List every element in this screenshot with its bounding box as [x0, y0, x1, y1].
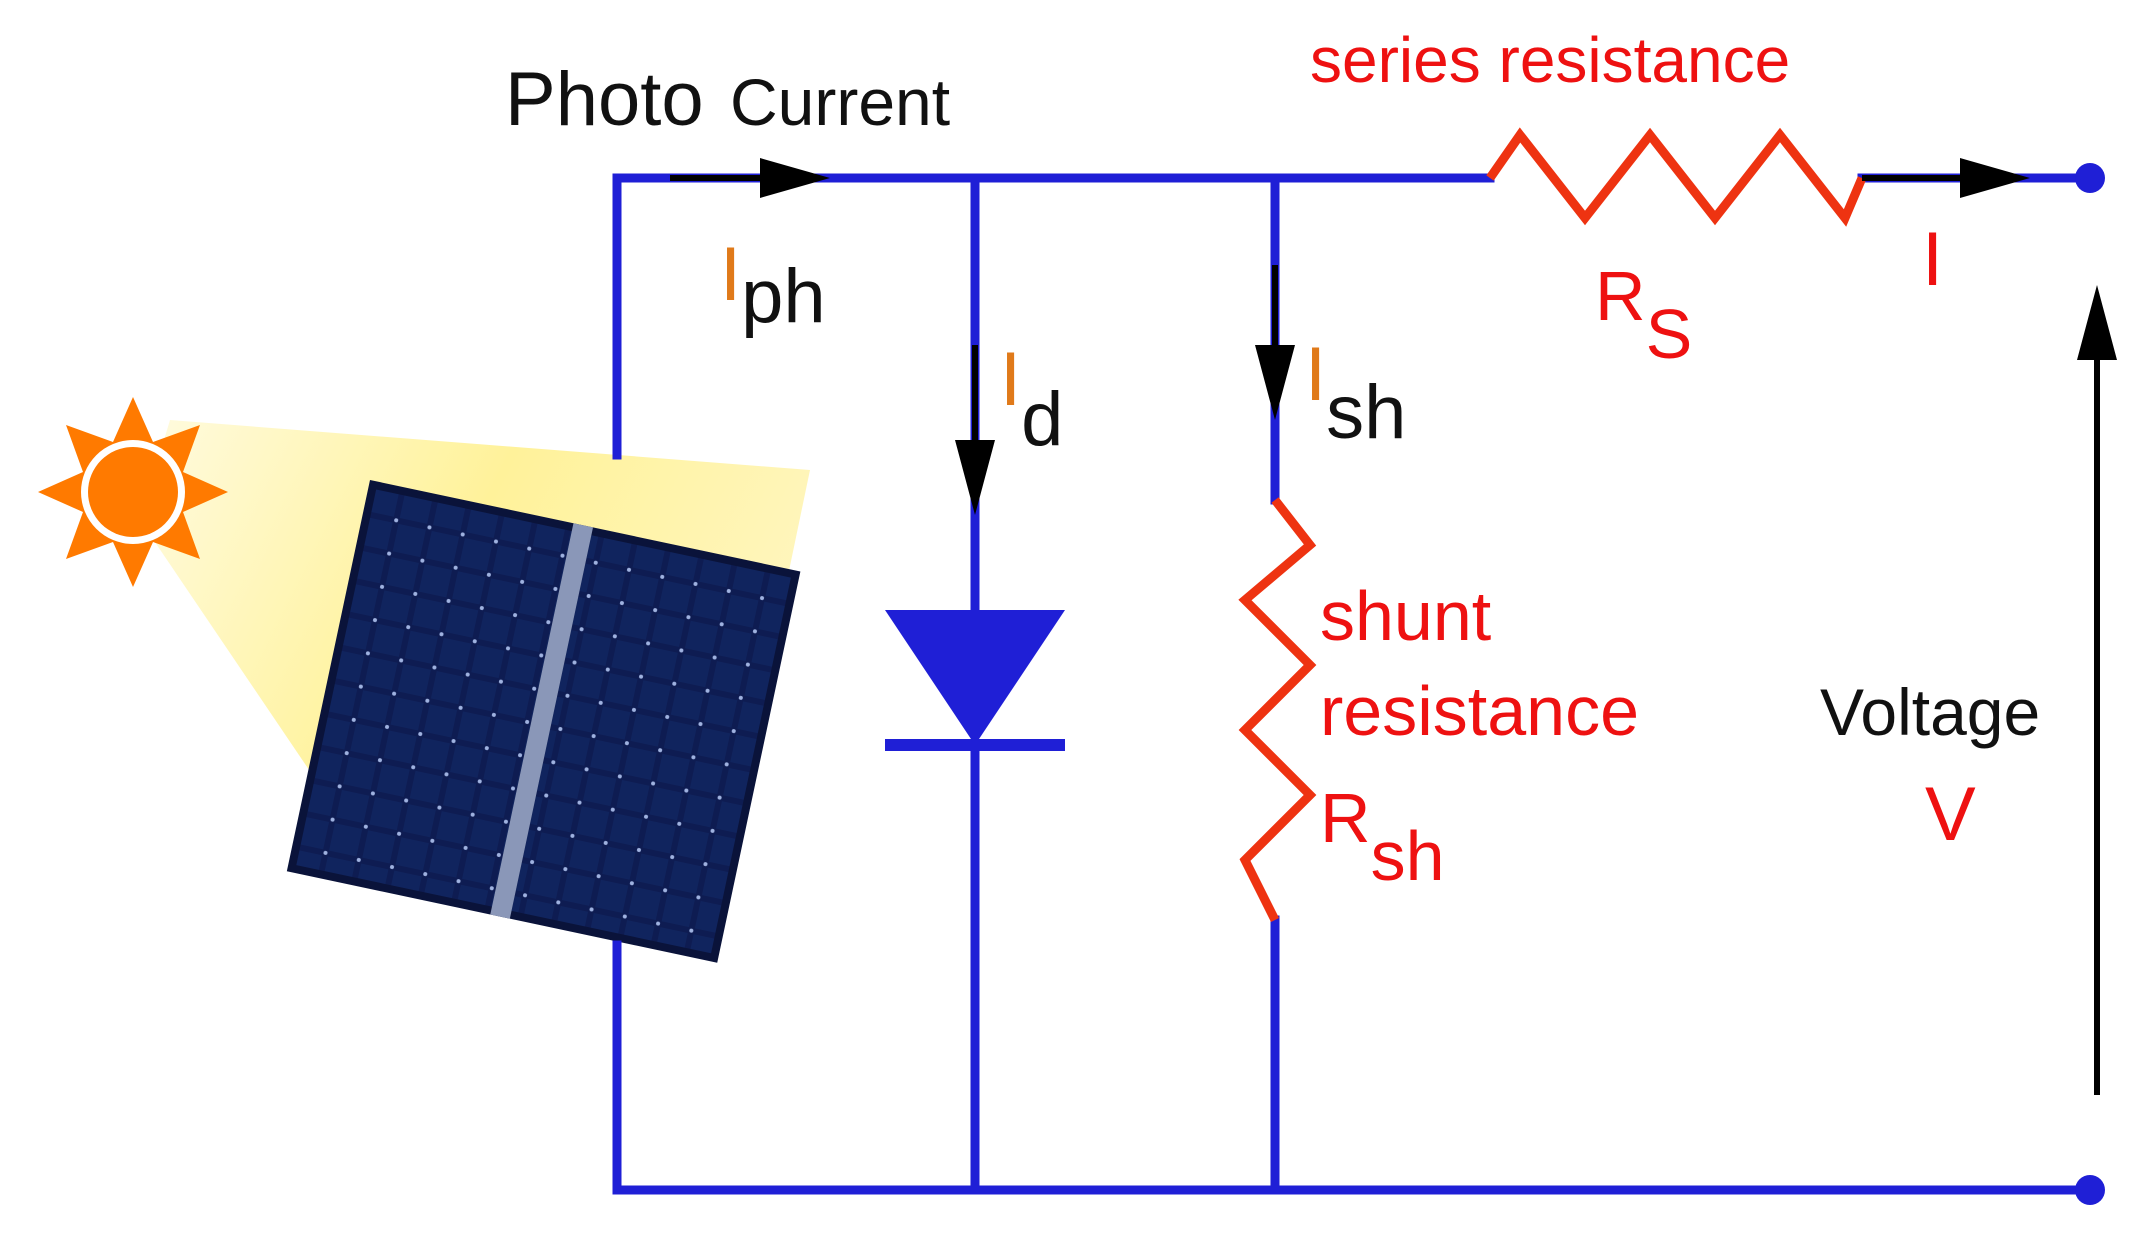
arrow-photo-current: [670, 158, 830, 198]
arrow-diode-current: [955, 345, 995, 515]
label-id: Id: [1000, 337, 1063, 462]
label-v: V: [1925, 772, 1976, 857]
label-current: Current: [730, 65, 950, 139]
label-ish: Ish: [1305, 332, 1406, 455]
terminal-positive: [2075, 163, 2105, 193]
label-voltage: Voltage: [1820, 675, 2040, 749]
diode-symbol: [885, 610, 1065, 751]
label-iph: Iph: [720, 232, 826, 339]
solar-panel-icon: [286, 480, 801, 963]
arrow-output-current: [1862, 158, 2030, 198]
terminal-negative: [2075, 1175, 2105, 1205]
label-shunt: shunt: [1320, 577, 1491, 655]
series-resistor: [1486, 127, 1867, 227]
label-series-resistance: series resistance: [1310, 24, 1790, 96]
label-rs: RS: [1595, 257, 1692, 373]
label-rsh: Rsh: [1320, 779, 1445, 895]
shunt-resistor: [1238, 497, 1317, 923]
label-resistance: resistance: [1320, 672, 1639, 750]
arrow-voltage: [2077, 285, 2117, 1095]
arrow-shunt-current: [1255, 265, 1295, 420]
label-output-i: I: [1922, 217, 1943, 302]
label-photo: Photo: [505, 57, 704, 142]
sun-icon: [38, 397, 228, 587]
